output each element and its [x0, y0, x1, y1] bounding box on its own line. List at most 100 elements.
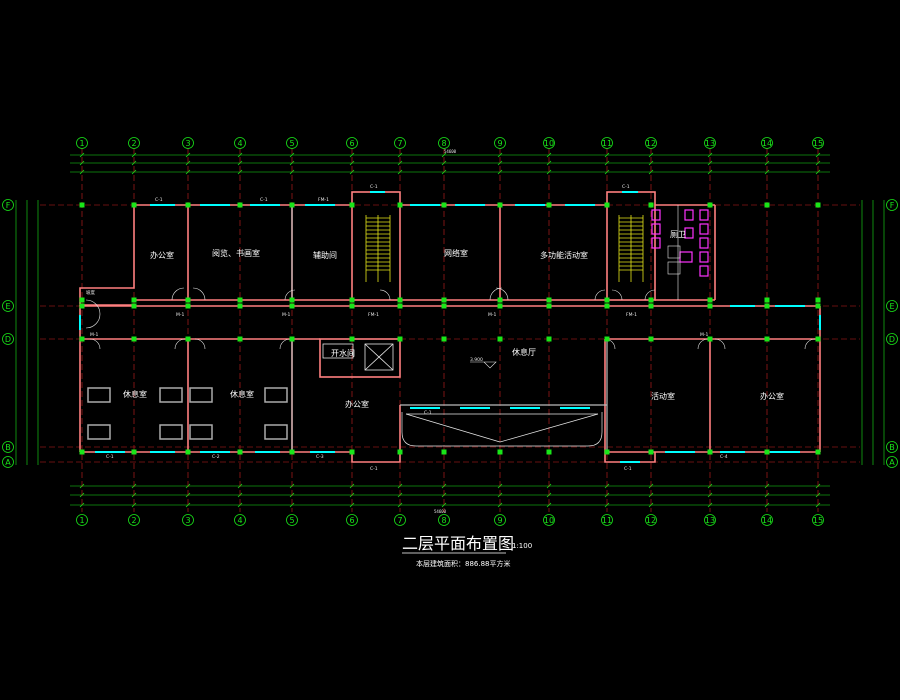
column-marker — [185, 297, 191, 303]
column-marker — [648, 303, 654, 309]
column-marker — [237, 297, 243, 303]
column-marker — [79, 336, 85, 342]
axis-bubble-8-bottom: 8 — [438, 514, 450, 526]
toilet-fixtures — [651, 209, 709, 277]
axis-bubble-13-bottom: 13 — [704, 514, 716, 526]
column-marker — [441, 297, 447, 303]
column-marker — [289, 303, 295, 309]
column-marker — [131, 336, 137, 342]
axis-label-15: 15 — [813, 516, 823, 525]
column-marker — [497, 449, 503, 455]
axis-bubble-4-bottom: 4 — [234, 514, 246, 526]
label-door-m1c: M-1 — [488, 312, 497, 318]
axis-bubble-6-bottom: 6 — [346, 514, 358, 526]
column-marker — [131, 303, 137, 309]
axis-bubble-7-bottom: 7 — [394, 514, 406, 526]
axis-label-E: E — [5, 302, 10, 311]
column-marker — [604, 202, 610, 208]
column-marker — [764, 449, 770, 455]
axis-bubble-4-top: 4 — [234, 137, 246, 149]
column-marker — [185, 303, 191, 309]
axis-label-5: 5 — [289, 516, 294, 525]
label-window-c1c: C-1 — [370, 184, 378, 190]
stair-left — [365, 215, 391, 282]
column-marker — [764, 202, 770, 208]
axis-label-14: 14 — [762, 516, 772, 525]
label-window-c1h: C-1 — [424, 410, 432, 416]
top-dimension-lines — [70, 152, 830, 508]
column-marker — [441, 303, 447, 309]
axis-bubble-1-top: 1 — [76, 137, 88, 149]
column-marker — [289, 297, 295, 303]
axis-label-15: 15 — [813, 139, 823, 148]
axis-bubbles: 1122334455667788991010111112121313141415… — [2, 137, 898, 526]
label-door-m1b: M-1 — [282, 312, 291, 318]
column-marker — [604, 297, 610, 303]
column-marker — [497, 202, 503, 208]
label-window-c1e: C-1 — [106, 454, 114, 460]
label-door-m1d: M-1 — [90, 332, 99, 338]
column-marker — [648, 297, 654, 303]
axis-label-D: D — [5, 335, 11, 344]
column-marker — [707, 336, 713, 342]
label-window-c1b: C-1 — [260, 197, 268, 203]
toilet-partitions — [667, 205, 681, 300]
label-window-c1: C-1 — [155, 197, 163, 203]
column-marker — [648, 449, 654, 455]
column-marker — [707, 297, 713, 303]
axis-label-13: 13 — [705, 516, 715, 525]
axis-label-9: 9 — [497, 516, 502, 525]
column-marker — [497, 336, 503, 342]
axis-label-1: 1 — [79, 139, 84, 148]
axis-bubble-A-right: A — [886, 456, 898, 468]
room-network: 网络室 — [444, 248, 468, 258]
axis-label-4: 4 — [237, 139, 242, 148]
label-window-c2: C-2 — [212, 454, 220, 460]
lounge-furniture — [87, 387, 288, 440]
column-marker — [815, 449, 821, 455]
axis-bubble-10-top: 10 — [543, 137, 555, 149]
axis-label-B: B — [889, 443, 895, 452]
column-marker — [397, 336, 403, 342]
column-marker — [185, 336, 191, 342]
overall-dim-bottom: 54600 — [434, 509, 447, 514]
structural-columns — [79, 202, 821, 455]
column-marker — [397, 449, 403, 455]
column-marker — [648, 336, 654, 342]
axis-label-3: 3 — [185, 139, 190, 148]
room-water: 开水间 — [331, 348, 355, 358]
label-window-c1f: C-1 — [370, 466, 378, 472]
axis-label-4: 4 — [237, 516, 242, 525]
column-marker — [289, 336, 295, 342]
column-marker — [815, 303, 821, 309]
column-marker — [185, 202, 191, 208]
axis-grid-lines — [40, 148, 860, 512]
column-marker — [764, 303, 770, 309]
area-note: 本层建筑面积：886.88平方米 — [416, 559, 511, 568]
column-marker — [131, 202, 137, 208]
room-reading: 阅览、书画室 — [212, 248, 260, 258]
column-marker — [237, 449, 243, 455]
axis-bubble-10-bottom: 10 — [543, 514, 555, 526]
axis-label-12: 12 — [646, 516, 656, 525]
column-marker — [79, 297, 85, 303]
room-hall: 休息厅 — [512, 347, 536, 357]
axis-label-11: 11 — [602, 139, 612, 148]
room-toilet: 厕卫 — [670, 230, 686, 239]
column-marker — [815, 336, 821, 342]
axis-label-3: 3 — [185, 516, 190, 525]
column-marker — [79, 449, 85, 455]
axis-bubble-E-left: E — [2, 300, 14, 312]
label-door-m1: M-1 — [176, 312, 185, 318]
column-marker — [289, 202, 295, 208]
axis-label-14: 14 — [762, 139, 772, 148]
column-marker — [349, 303, 355, 309]
axis-bubble-5-bottom: 5 — [286, 514, 298, 526]
column-marker — [546, 303, 552, 309]
room-activity: 活动室 — [651, 391, 675, 401]
axis-bubble-1-bottom: 1 — [76, 514, 88, 526]
axis-bubble-6-top: 6 — [346, 137, 358, 149]
axis-bubble-2-top: 2 — [128, 137, 140, 149]
column-marker — [441, 336, 447, 342]
label-fire-door: FM-1 — [318, 197, 329, 203]
